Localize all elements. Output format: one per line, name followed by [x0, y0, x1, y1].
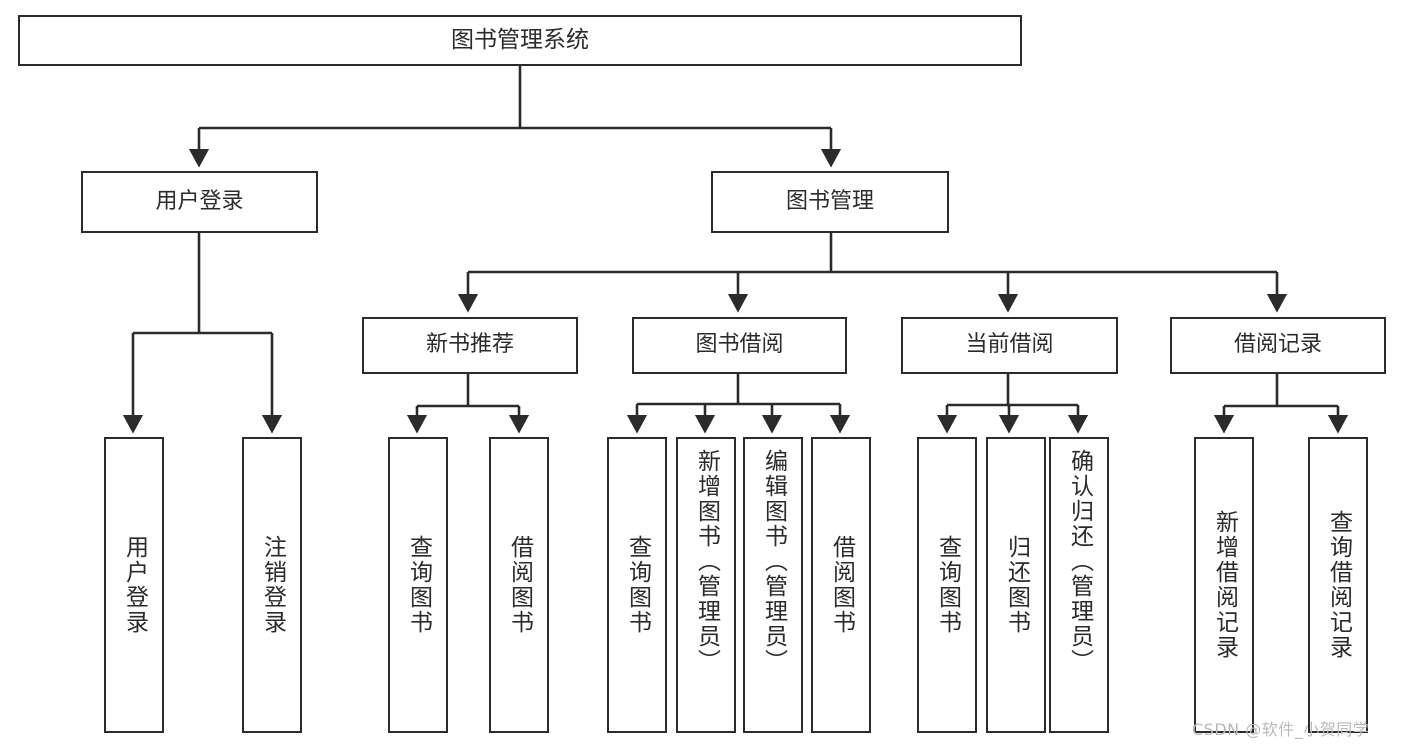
- node-label: 归还图书: [1003, 535, 1030, 635]
- node-user-login[interactable]: 用户登录: [81, 171, 318, 233]
- csdn-watermark: CSDN @软件_小贺同学: [1192, 720, 1370, 739]
- node-label: 新增借阅记录: [1211, 510, 1238, 660]
- node-label: 新增图书（管理员）: [693, 449, 720, 674]
- leaf-book-borrow-borrow-book[interactable]: 借阅图书: [811, 437, 871, 733]
- leaf-borrow-record-add-record[interactable]: 新增借阅记录: [1194, 437, 1254, 733]
- node-book-management[interactable]: 图书管理: [711, 171, 949, 233]
- node-label: 图书管理: [785, 188, 874, 214]
- leaf-new-book-query-book[interactable]: 查询图书: [388, 437, 448, 733]
- node-label: 查询图书: [624, 535, 651, 635]
- leaf-user-login-login[interactable]: 用户登录: [104, 437, 164, 733]
- leaf-user-login-logout[interactable]: 注销登录: [242, 437, 302, 733]
- node-root-book-management-system[interactable]: 图书管理系统: [18, 15, 1022, 66]
- node-label: 用户登录: [121, 535, 148, 635]
- node-label: 查询借阅记录: [1325, 510, 1352, 660]
- node-label: 确认归还（管理员）: [1066, 449, 1093, 674]
- node-label: 注销登录: [259, 535, 286, 635]
- leaf-current-borrow-confirm-return-admin[interactable]: 确认归还（管理员）: [1049, 437, 1109, 733]
- leaf-current-borrow-query-book[interactable]: 查询图书: [917, 437, 977, 733]
- leaf-current-borrow-return-book[interactable]: 归还图书: [986, 437, 1046, 733]
- node-label: 当前借阅: [965, 332, 1054, 358]
- node-label: 借阅图书: [506, 535, 533, 635]
- node-label: 借阅图书: [828, 535, 855, 635]
- leaf-new-book-borrow-book[interactable]: 借阅图书: [489, 437, 549, 733]
- node-label: 编辑图书（管理员）: [760, 449, 787, 674]
- node-label: 用户登录: [155, 188, 244, 214]
- node-current-borrow[interactable]: 当前借阅: [901, 317, 1118, 374]
- node-borrow-record[interactable]: 借阅记录: [1170, 317, 1386, 374]
- node-new-book-recommend[interactable]: 新书推荐: [362, 317, 578, 374]
- node-book-borrow[interactable]: 图书借阅: [632, 317, 847, 374]
- node-label: 新书推荐: [425, 332, 514, 358]
- node-label: 图书管理系统: [451, 26, 589, 53]
- node-label: 查询图书: [405, 535, 432, 635]
- node-label: 查询图书: [934, 535, 961, 635]
- node-label: 图书借阅: [695, 332, 784, 358]
- leaf-borrow-record-query-record[interactable]: 查询借阅记录: [1308, 437, 1368, 733]
- node-label: 借阅记录: [1233, 332, 1322, 358]
- leaf-book-borrow-edit-book-admin[interactable]: 编辑图书（管理员）: [743, 437, 803, 733]
- leaf-book-borrow-query-book[interactable]: 查询图书: [607, 437, 667, 733]
- leaf-book-borrow-add-book-admin[interactable]: 新增图书（管理员）: [676, 437, 736, 733]
